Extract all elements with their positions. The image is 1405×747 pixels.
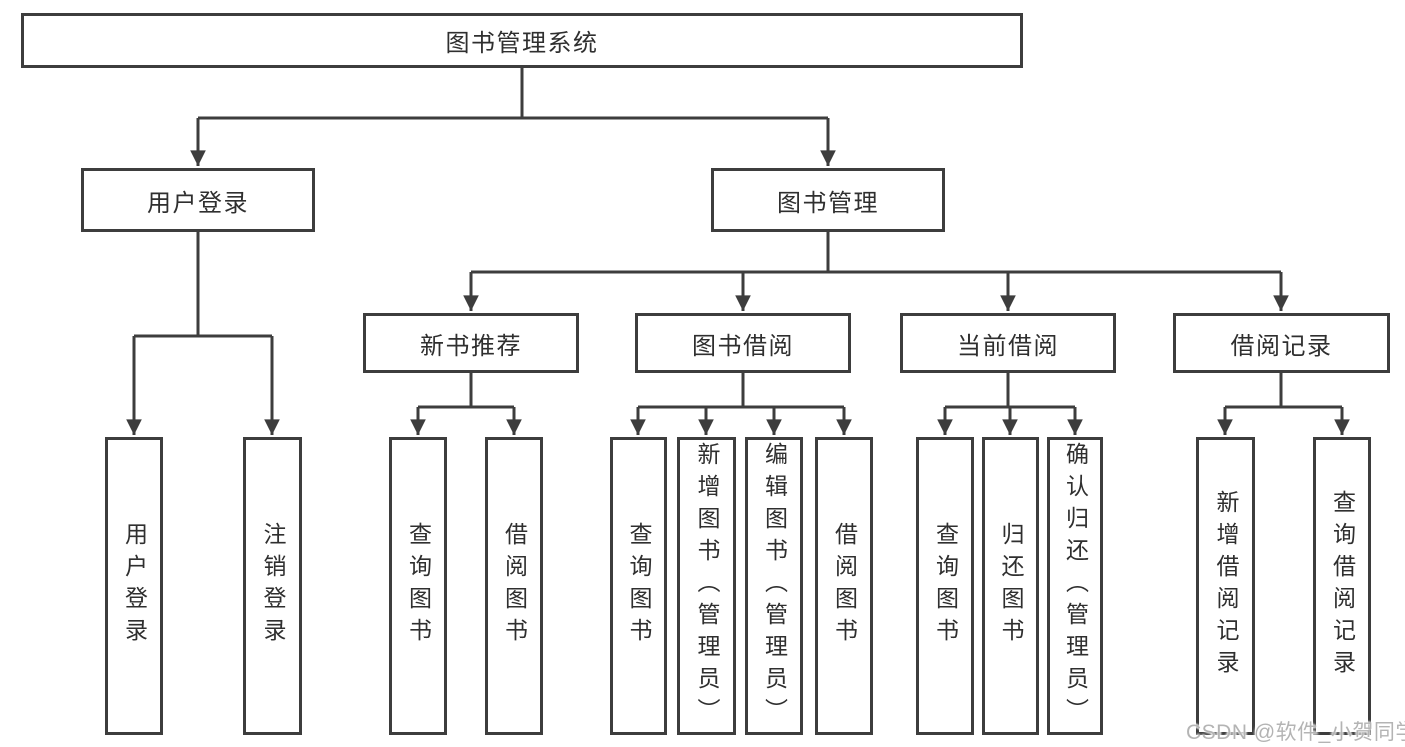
leaf-query-book-borrow-label: 查询图书 (626, 522, 652, 650)
leaf-borrow-book: 借阅图书 (815, 437, 873, 735)
leaf-add-book-admin: 新增图书（管理员） (677, 437, 736, 735)
leaf-user-login: 用户登录 (105, 437, 163, 735)
leaf-borrow-book-label: 借阅图书 (831, 522, 858, 650)
leaf-add-book-admin-label: 新增图书（管理员） (694, 442, 720, 730)
node-library-system: 图书管理系统 (21, 13, 1023, 68)
leaf-borrow-book-recommend: 借阅图书 (485, 437, 543, 735)
node-current-borrow: 当前借阅 (900, 313, 1116, 373)
leaf-query-book-recommend-label: 查询图书 (405, 522, 432, 650)
leaf-query-book-current-label: 查询图书 (932, 522, 959, 650)
leaf-confirm-return-admin: 确认归还（管理员） (1047, 437, 1103, 735)
leaf-query-book-current: 查询图书 (916, 437, 974, 735)
leaf-return-book: 归还图书 (982, 437, 1039, 735)
leaf-logout-label: 注销登录 (260, 522, 286, 650)
leaf-logout: 注销登录 (243, 437, 302, 735)
leaf-query-book-borrow: 查询图书 (610, 437, 667, 735)
node-user-login: 用户登录 (81, 168, 315, 232)
leaf-add-borrow-record-label: 新增借阅记录 (1213, 490, 1239, 682)
leaf-confirm-return-admin-label: 确认归还（管理员） (1062, 442, 1089, 730)
leaf-query-book-recommend: 查询图书 (389, 437, 447, 735)
node-borrow-record: 借阅记录 (1173, 313, 1390, 373)
leaf-query-borrow-record: 查询借阅记录 (1313, 437, 1371, 735)
node-new-book-recommend: 新书推荐 (363, 313, 579, 373)
leaf-user-login-label: 用户登录 (121, 522, 148, 650)
leaf-edit-book-admin-label: 编辑图书（管理员） (761, 442, 788, 730)
node-book-management: 图书管理 (711, 168, 945, 232)
leaf-return-book-label: 归还图书 (998, 522, 1024, 650)
node-book-borrow: 图书借阅 (635, 313, 851, 373)
leaf-edit-book-admin: 编辑图书（管理员） (745, 437, 803, 735)
leaf-borrow-book-recommend-label: 借阅图书 (501, 522, 528, 650)
leaf-add-borrow-record: 新增借阅记录 (1196, 437, 1255, 735)
leaf-query-borrow-record-label: 查询借阅记录 (1329, 490, 1356, 682)
